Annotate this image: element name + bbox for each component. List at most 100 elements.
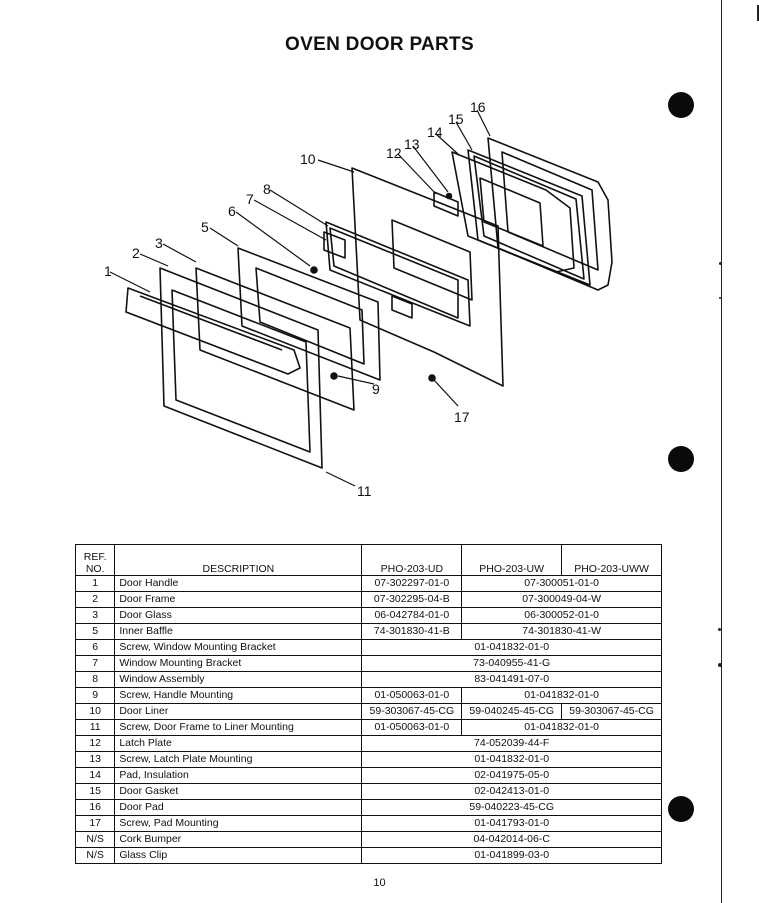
part-description: Latch Plate (114, 735, 363, 752)
part-description: Screw, Latch Plate Mounting (114, 751, 363, 768)
part-number: 01-041832-01-0 (361, 639, 662, 656)
callout-14: 14 (427, 124, 443, 140)
margin-mark (719, 262, 722, 265)
callout-8: 8 (263, 181, 271, 197)
ref-number: 3 (74, 607, 116, 624)
callout-1: 1 (104, 263, 112, 279)
page-edge-line (720, 0, 722, 903)
part-description: Window Assembly (114, 671, 363, 688)
ref-number: 9 (74, 687, 116, 704)
ref-number: 7 (74, 655, 116, 672)
part-number: 01-050063-01-0 (361, 687, 463, 704)
door-glass-part (195, 267, 355, 411)
inner-baffle-part (237, 247, 381, 381)
ref-number: 12 (74, 735, 116, 752)
door-pad-part (487, 137, 613, 291)
part-number: 04-042014-06-C (361, 831, 662, 848)
page-number: 10 (373, 877, 386, 889)
ref-number: 16 (74, 799, 116, 816)
binder-hole-middle (668, 446, 694, 472)
insulation-pad-part (451, 151, 575, 273)
part-number: 59-303067-45-CG (561, 703, 662, 720)
callout-12: 12 (386, 145, 402, 161)
part-number: 01-041793-01-0 (361, 815, 662, 832)
screw-part-6 (310, 266, 318, 274)
ref-number: 5 (74, 623, 116, 640)
callout-3: 3 (155, 235, 163, 251)
column-header-pho-203-uww: PHO-203-UWW (561, 544, 662, 576)
ref-number: 11 (74, 719, 116, 736)
ref-header-line-2: NO. (85, 563, 105, 575)
part-number: 74-301830-41-W (461, 623, 662, 640)
part-number: 83-041491-07-0 (361, 671, 662, 688)
part-number: 59-040245-45-CG (461, 703, 563, 720)
ref-header-line-1: REF. (83, 551, 107, 563)
column-header-ref: REF. NO. (74, 544, 116, 576)
part-description: Door Handle (114, 575, 363, 592)
part-description: Door Gasket (114, 783, 363, 800)
part-number: 74-301830-41-B (361, 623, 463, 640)
part-number: 02-042413-01-0 (361, 783, 662, 800)
page-title: OVEN DOOR PARTS (285, 34, 474, 55)
margin-mark (719, 297, 721, 299)
screw-part-9 (330, 372, 338, 380)
ref-number: 13 (74, 751, 116, 768)
part-number: 59-303067-45-CG (361, 703, 463, 720)
margin-mark (718, 628, 721, 631)
door-frame-part (159, 267, 323, 469)
ref-number: N/S (74, 847, 116, 864)
callout-6: 6 (228, 203, 236, 219)
part-number: 01-050063-01-0 (361, 719, 463, 736)
part-number: 01-041832-01-0 (361, 751, 662, 768)
part-description: Screw, Pad Mounting (114, 815, 363, 832)
part-description: Door Pad (114, 799, 363, 816)
part-description: Pad, Insulation (114, 767, 363, 784)
part-description: Screw, Handle Mounting (114, 687, 363, 704)
part-number: 73-040955-41-G (361, 655, 662, 672)
part-number: 07-302295-04-B (361, 591, 463, 608)
ref-number: 14 (74, 767, 116, 784)
ref-number: 6 (74, 639, 116, 656)
part-description: Door Liner (114, 703, 363, 720)
part-number: 01-041832-01-0 (461, 687, 662, 704)
ref-number: 15 (74, 783, 116, 800)
part-description: Screw, Window Mounting Bracket (114, 639, 363, 656)
callout-16: 16 (470, 99, 486, 115)
part-description: Window Mounting Bracket (114, 655, 363, 672)
part-description: Door Glass (114, 607, 363, 624)
window-assembly-part (325, 221, 471, 327)
binder-hole-top (668, 92, 694, 118)
table-header-row: REF. NO. DESCRIPTION PHO-203-UD PHO-203-… (74, 544, 662, 576)
part-number: 07-300051-01-0 (461, 575, 662, 592)
parts-table: REF. NO. DESCRIPTION PHO-203-UD PHO-203-… (74, 544, 662, 864)
ref-number: 8 (74, 671, 116, 688)
page-edge-tick (757, 5, 759, 21)
callout-2: 2 (132, 245, 140, 261)
binder-hole-bottom (668, 796, 694, 822)
part-description: Screw, Door Frame to Liner Mounting (114, 719, 363, 736)
ref-number: N/S (74, 831, 116, 848)
part-number: 01-041899-03-0 (361, 847, 662, 864)
column-header-description: DESCRIPTION (114, 544, 363, 576)
part-description: Cork Bumper (114, 831, 363, 848)
ref-number: 10 (74, 703, 116, 720)
callout-17: 17 (454, 409, 470, 425)
callout-9: 9 (372, 381, 380, 397)
part-number: 74-052039-44-F (361, 735, 662, 752)
screw-part-17 (428, 374, 436, 382)
ref-number: 17 (74, 815, 116, 832)
ref-number: 1 (74, 575, 116, 592)
